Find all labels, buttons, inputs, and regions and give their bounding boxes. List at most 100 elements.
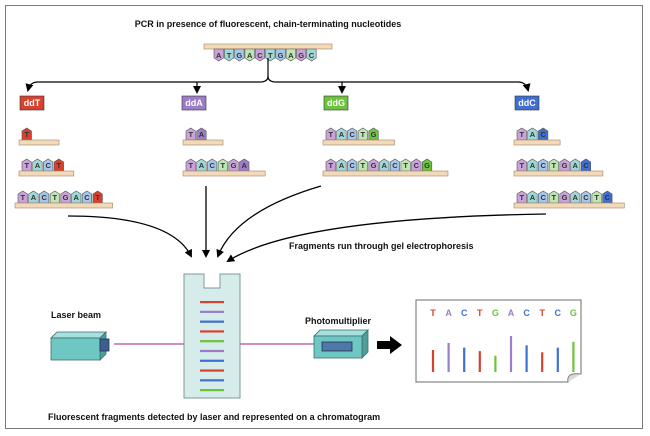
nucleotide-letter: C (45, 161, 51, 170)
nucleotide-letter: C (605, 193, 611, 202)
branch-connectors (25, 58, 531, 94)
template-nucleotide: A (213, 48, 224, 62)
nucleotide-letter: C (392, 161, 398, 170)
column-header-badge (19, 95, 45, 111)
nucleotide-letter: C (209, 161, 215, 170)
chromatogram-base-letter: C (523, 308, 530, 318)
chromatogram-base-letter: A (445, 308, 452, 318)
nucleotide-letter: C (41, 193, 47, 202)
fragment-nucleotide: T (400, 158, 411, 172)
nucleotide-letter: T (328, 161, 333, 170)
template-nucleotide: C (306, 48, 317, 62)
fragment-nucleotide: C (580, 190, 592, 204)
terminating-nucleotide: T (92, 190, 103, 204)
fragment-nucleotide: C (43, 158, 54, 172)
terminating-nucleotide: T (21, 127, 32, 141)
nucleotide-letter: C (540, 130, 546, 139)
fragment-nucleotide: C (207, 158, 218, 172)
chromatogram-base-letter: T (539, 308, 545, 318)
nucleotide-letter: C (309, 51, 315, 60)
fragment-row: T (18, 127, 60, 146)
nucleotide-letter: A (339, 130, 345, 139)
fragment-nucleotide: C (81, 190, 92, 204)
nucleotide-letter: C (257, 51, 263, 60)
nucleotide-letter: T (552, 161, 557, 170)
arrow-from-ddC (226, 213, 547, 263)
nucleotide-letter: A (530, 193, 536, 202)
fragment-backbone (182, 170, 266, 177)
fragment-nucleotide: T (357, 127, 368, 141)
nucleotide-letter: G (371, 161, 377, 170)
sanger-sequencing-diagram: PCR in presence of fluorescent, chain-te… (14, 19, 625, 422)
terminating-nucleotide: C (580, 158, 592, 172)
fragment-nucleotide: T (325, 158, 336, 172)
fragment-nucleotide: T (217, 158, 228, 172)
nucleotide-letter: T (188, 161, 193, 170)
template-nucleotide: G (234, 48, 245, 62)
nucleotide-letter: A (382, 161, 388, 170)
fragment-nucleotide: C (39, 190, 50, 204)
fragment-nucleotide: A (379, 158, 390, 172)
gel-band (200, 349, 224, 353)
fragment-backbone (18, 170, 75, 177)
nucleotide-letter: G (278, 51, 284, 60)
template-nucleotide: G (275, 48, 286, 62)
nucleotide-letter: T (95, 193, 100, 202)
fragment-nucleotide: A (527, 158, 538, 172)
nucleotide-letter: A (199, 130, 205, 139)
fragment-nucleotide: T (185, 127, 196, 141)
chromatogram-base-letter: C (555, 308, 562, 318)
gel-band (200, 340, 224, 343)
nucleotide-letter: A (573, 193, 579, 202)
gel-arrows (67, 185, 547, 263)
nucleotide-letter: G (298, 51, 304, 60)
fragment-nucleotide: A (570, 158, 581, 172)
fragment-nucleotide: G (559, 158, 570, 172)
fragment-nucleotide: A (570, 190, 581, 204)
nucleotide-letter: T (403, 161, 408, 170)
column-header-badge (181, 95, 207, 111)
fragment-nucleotide: T (325, 127, 336, 141)
fragment-nucleotide: G (559, 190, 570, 204)
fragment-nucleotide: T (49, 190, 60, 204)
nucleotide-letter: T (188, 130, 193, 139)
fragment-nucleotide: C (538, 190, 549, 204)
column-header-label: ddA (185, 98, 203, 108)
template-nucleotide: A (244, 48, 255, 62)
column-header-label: ddG (327, 98, 345, 108)
nucleotide-letter: G (562, 161, 568, 170)
fragment-nucleotide: T (591, 190, 602, 204)
arrow-from-ddT (67, 215, 192, 258)
laser-device (50, 331, 110, 361)
column-header-badge (323, 95, 349, 111)
nucleotide-letter: T (227, 51, 232, 60)
nucleotide-letter: A (530, 161, 536, 170)
fragment-nucleotide: A (336, 127, 347, 141)
column-header-label: ddC (518, 98, 536, 108)
nucleotide-letter: T (552, 193, 557, 202)
nucleotide-letter: C (540, 193, 546, 202)
gel-band (200, 301, 224, 304)
fragment-nucleotide: C (411, 158, 422, 172)
arrow-from-ddG (216, 185, 322, 258)
nucleotide-letter: T (519, 161, 524, 170)
gel-bands (200, 301, 224, 392)
template-nucleotide: T (224, 48, 235, 62)
fragment-nucleotide: T (185, 158, 196, 172)
template-nucleotide: G (296, 48, 307, 62)
chromatogram-base-letter: G (570, 308, 577, 318)
column-header-badge (514, 95, 540, 111)
gel-band (200, 359, 224, 362)
nucleotide-letter: T (20, 193, 25, 202)
nucleotide-letter: A (530, 130, 536, 139)
fragment-backbone (513, 170, 604, 177)
nucleotide-letter: G (63, 193, 69, 202)
